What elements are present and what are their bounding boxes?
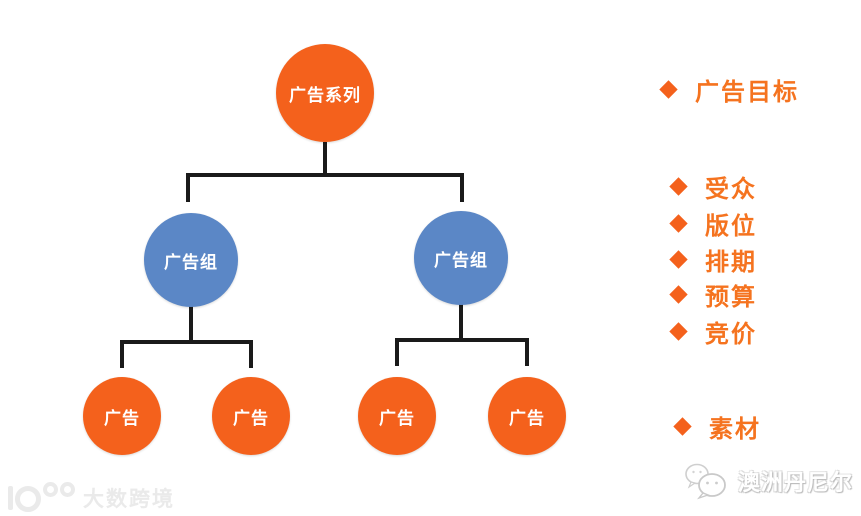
legend-label: 版位 <box>705 213 757 240</box>
legend-item-placement: 版位 <box>669 206 757 241</box>
legend-item-creative: 素材 <box>673 409 761 444</box>
connector-campaign-down <box>323 142 327 177</box>
adset-node-1: 广告组 <box>144 213 238 307</box>
ad-label: 广告 <box>509 408 545 428</box>
campaign-node: 广告系列 <box>276 44 374 142</box>
dashu-kuajing-logo-icon <box>8 482 75 512</box>
adset-label: 广告组 <box>434 250 488 270</box>
legend-label: 竞价 <box>705 321 757 348</box>
connector-adset2-horizontal <box>395 338 529 342</box>
connector-ad1-stub <box>120 340 124 368</box>
diamond-bullet-icon <box>673 417 692 436</box>
legend-item-budget: 预算 <box>669 277 757 312</box>
watermark-right: 澳洲丹尼尔 <box>684 462 853 500</box>
adset-node-2: 广告组 <box>414 211 508 305</box>
legend-item-audience: 受众 <box>669 169 757 204</box>
connector-adset2-stub <box>460 173 464 202</box>
ad-node-2: 广告 <box>212 377 290 455</box>
ad-label: 广告 <box>104 408 140 428</box>
diamond-bullet-icon <box>669 322 688 341</box>
connector-adset1-stub <box>186 173 190 202</box>
diamond-bullet-icon <box>659 80 678 99</box>
legend-item-bidding: 竞价 <box>669 314 757 349</box>
connector-campaign-horizontal <box>186 173 464 177</box>
ad-node-3: 广告 <box>358 377 436 455</box>
legend-item-campaign-goal: 广告目标 <box>659 72 799 107</box>
wechat-icon <box>685 463 726 500</box>
legend-label: 预算 <box>705 284 757 311</box>
diamond-bullet-icon <box>669 214 688 233</box>
legend-label: 素材 <box>709 416 761 443</box>
diamond-bullet-icon <box>669 250 688 269</box>
legend-item-schedule: 排期 <box>669 242 757 277</box>
connector-ad2-stub <box>249 340 253 368</box>
ad-label: 广告 <box>379 408 415 428</box>
watermark-left-brand: 大数跨境 <box>83 488 175 511</box>
logo-bar <box>8 486 13 510</box>
watermark-right-brand: 澳洲丹尼尔 <box>738 470 854 495</box>
connector-ad3-stub <box>395 338 399 366</box>
campaign-label: 广告系列 <box>289 85 361 105</box>
legend-label: 排期 <box>705 249 757 276</box>
logo-ring-small <box>60 482 75 497</box>
logo-ring-small <box>43 482 58 497</box>
ad-label: 广告 <box>233 408 269 428</box>
watermark-left: 大数跨境 <box>8 482 175 513</box>
connector-adset1-down <box>189 305 193 344</box>
ad-node-4: 广告 <box>488 377 566 455</box>
adset-label: 广告组 <box>164 252 218 272</box>
diamond-bullet-icon <box>669 285 688 304</box>
connector-adset2-down <box>459 303 463 342</box>
logo-ring <box>15 486 41 512</box>
connector-adset1-horizontal <box>120 340 253 344</box>
legend-label: 广告目标 <box>695 79 799 106</box>
diamond-bullet-icon <box>669 177 688 196</box>
legend-label: 受众 <box>705 176 757 203</box>
connector-ad4-stub <box>525 338 529 366</box>
ad-node-1: 广告 <box>83 377 161 455</box>
